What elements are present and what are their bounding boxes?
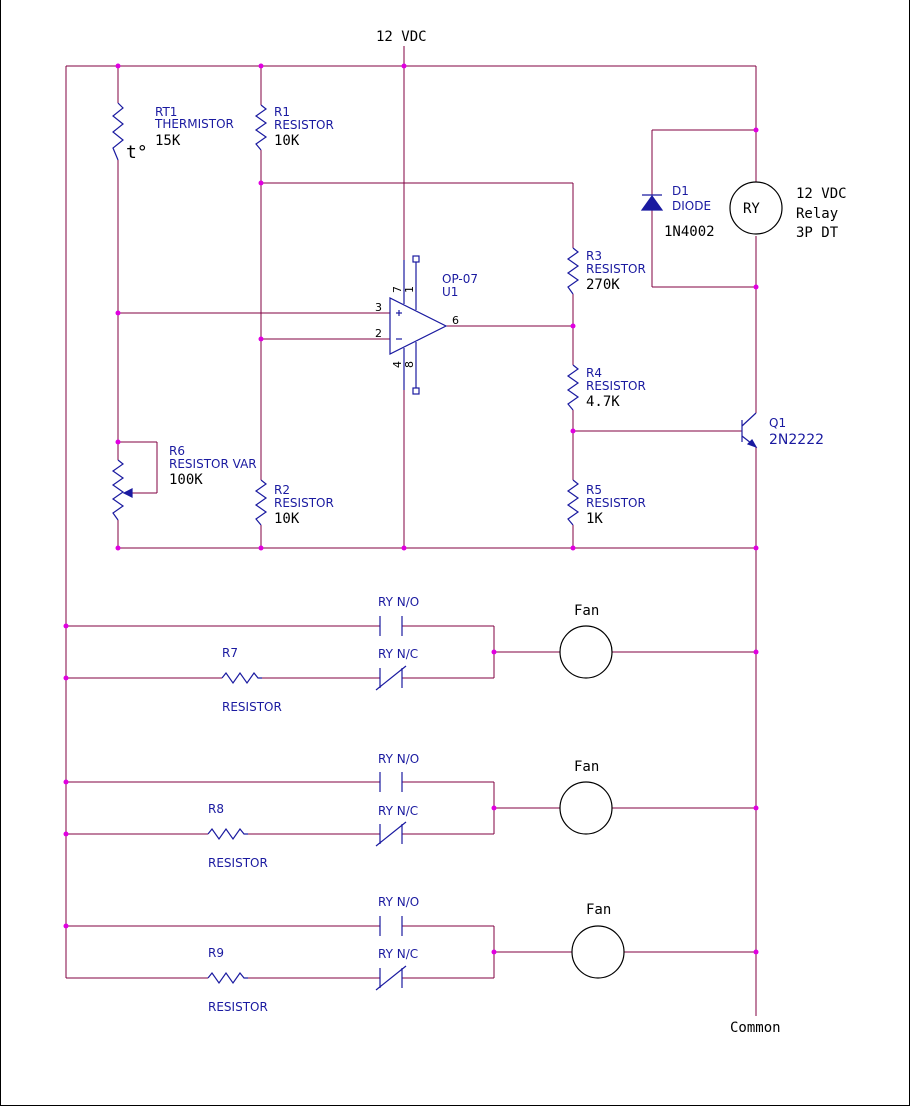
r1-value: 10K: [274, 133, 300, 149]
branch1-nc-label: RY N/C: [378, 647, 418, 661]
resistor-r2-symbol: [254, 479, 268, 526]
branch3-res-ref: R9: [208, 946, 224, 960]
variable-marks: [122, 488, 133, 498]
branch3-no-label: RY N/O: [378, 895, 419, 909]
relay-line3: 3P DT: [796, 225, 839, 241]
junction-dots: [63, 63, 759, 955]
branch2-nc-label: RY N/C: [378, 804, 418, 818]
relay-contacts: [375, 616, 407, 991]
r5-type: RESISTOR: [586, 496, 646, 510]
r5-value: 1K: [586, 511, 603, 527]
resistor-r7-symbol: [221, 671, 262, 685]
opamp-pin4: 4: [391, 361, 404, 368]
diode-d1-symbol: [640, 194, 664, 211]
r5-ref: R5: [586, 483, 602, 497]
opamp-pin6: 6: [452, 314, 459, 327]
thermistor-t-symbol: t°: [126, 142, 148, 163]
opamp-pin1: 1: [403, 286, 416, 293]
relay-coil-circle: [729, 181, 783, 235]
rt1-type: THERMISTOR: [154, 117, 234, 131]
branch2-res-ref: R8: [208, 802, 224, 816]
fan-3-circle: [571, 925, 625, 979]
r2-ref: R2: [274, 483, 290, 497]
branch3-res-type: RESISTOR: [208, 1000, 268, 1014]
opamp-pin8: 8: [403, 361, 416, 368]
resistor-r8-symbol: [207, 827, 248, 841]
branch1-fan-label: Fan: [574, 603, 599, 619]
opamp-pin2: 2: [375, 327, 382, 340]
branch2-no-label: RY N/O: [378, 752, 419, 766]
r1-type: RESISTOR: [274, 118, 334, 132]
d1-type: DIODE: [672, 199, 711, 213]
thermistor-rt1-symbol: [112, 102, 124, 161]
rt1-value: 15K: [155, 133, 181, 149]
fan-motors: [559, 625, 625, 979]
opamp-pin7: 7: [391, 286, 404, 293]
q1-value: 2N2222: [769, 432, 824, 448]
relay-line1: 12 VDC: [796, 186, 847, 202]
opamp-part: OP-07: [442, 272, 478, 286]
opamp-triangle: [389, 297, 448, 355]
wires: [65, 46, 757, 1016]
resistor-r9-symbol: [207, 971, 248, 985]
fan-2-circle: [559, 781, 613, 835]
r4-ref: R4: [586, 366, 602, 380]
r6-value: 100K: [169, 472, 203, 488]
q1-ref: Q1: [769, 416, 786, 430]
branch2-fan-label: Fan: [574, 759, 599, 775]
r6-wiper-arrow: [122, 488, 133, 498]
resistor-r3-symbol: [566, 247, 580, 295]
supply-label: 12 VDC: [376, 29, 427, 45]
r1-ref: R1: [274, 105, 290, 119]
resistor-r5-symbol: [566, 479, 580, 526]
resistor-r4-symbol: [566, 364, 580, 411]
r2-type: RESISTOR: [274, 496, 334, 510]
transistor-q1-symbol: [741, 412, 758, 449]
r6-ref: R6: [169, 444, 185, 458]
branch1-res-type: RESISTOR: [222, 700, 282, 714]
r4-type: RESISTOR: [586, 379, 646, 393]
fan-1-circle: [559, 625, 613, 679]
branch2-res-type: RESISTOR: [208, 856, 268, 870]
resistor-r6-symbol: [111, 459, 125, 521]
opamp-pin3: 3: [375, 301, 382, 314]
common-label: Common: [730, 1020, 781, 1036]
d1-value: 1N4002: [664, 224, 715, 240]
relay-symbol: RY: [743, 201, 760, 217]
branch1-no-label: RY N/O: [378, 595, 419, 609]
r6-type: RESISTOR VAR: [169, 457, 257, 471]
r3-value: 270K: [586, 277, 620, 293]
r4-value: 4.7K: [586, 394, 620, 410]
resistor-symbols: [111, 102, 580, 985]
branch3-fan-label: Fan: [586, 902, 611, 918]
branch3-nc-label: RY N/C: [378, 947, 418, 961]
opamp-u1: [389, 255, 448, 395]
rt1-ref: RT1: [155, 105, 177, 119]
d1-ref: D1: [672, 184, 689, 198]
r3-ref: R3: [586, 249, 602, 263]
r2-value: 10K: [274, 511, 300, 527]
resistor-r1-symbol: [254, 104, 268, 151]
relay-line2: Relay: [796, 206, 838, 222]
opamp-ref: U1: [442, 285, 458, 299]
r3-type: RESISTOR: [586, 262, 646, 276]
branch1-res-ref: R7: [222, 646, 238, 660]
